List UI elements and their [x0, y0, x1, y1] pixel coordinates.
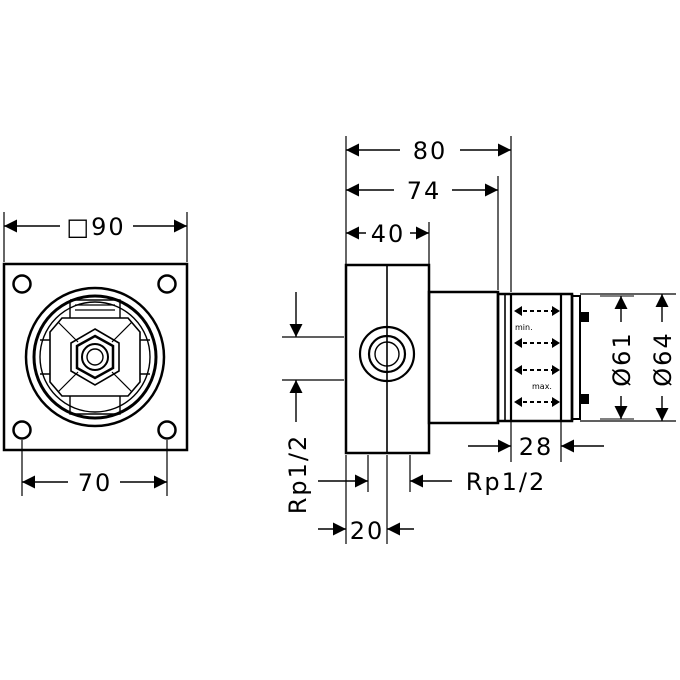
sleeve-length-label: 28: [519, 433, 554, 461]
side-view: 80 74 40: [282, 136, 677, 545]
connection-left-label: Rp1/2: [284, 434, 312, 515]
inner-diameter-dimension: Ø61: [608, 296, 636, 419]
length-74-dimension: 74: [346, 177, 498, 205]
outer-diameter-dimension: Ø64: [649, 294, 677, 421]
connection-port-outer: [358, 325, 416, 383]
connection-right-label: Rp1/2: [466, 468, 547, 496]
inner-diameter-label: Ø61: [608, 331, 636, 386]
connection-spacing-label: 20: [350, 517, 385, 545]
min-marker: min.: [515, 323, 533, 332]
housing-extension: [427, 290, 500, 425]
overall-length-dimension: 80: [346, 137, 511, 165]
connection-port-inner: [367, 334, 407, 374]
connection-left-dimension: Rp1/2: [282, 292, 344, 514]
connection-spacing-dimension: 20: [318, 517, 414, 545]
overall-length-label: 80: [413, 137, 448, 165]
body-length-dimension: 40: [346, 220, 429, 248]
valve-body-front: [24, 286, 166, 428]
sleeve-length-dimension: 28: [468, 421, 604, 462]
body-length-label: 40: [371, 220, 406, 248]
length-74-label: 74: [407, 177, 442, 205]
hole-spacing-label: 70: [78, 469, 113, 497]
plate-size-dimension: □90: [3, 212, 188, 262]
max-marker: max.: [532, 382, 552, 391]
front-view: □90: [2, 212, 189, 497]
cover-plate: [2, 262, 189, 452]
extension-sleeve: min. max.: [496, 292, 589, 423]
outer-diameter-label: Ø64: [649, 331, 677, 386]
plate-size-label: □90: [66, 213, 125, 241]
connection-right-dimension: Rp1/2: [318, 468, 547, 496]
mounting-holes: [12, 274, 177, 440]
hole-spacing-dimension: 70: [21, 440, 168, 497]
